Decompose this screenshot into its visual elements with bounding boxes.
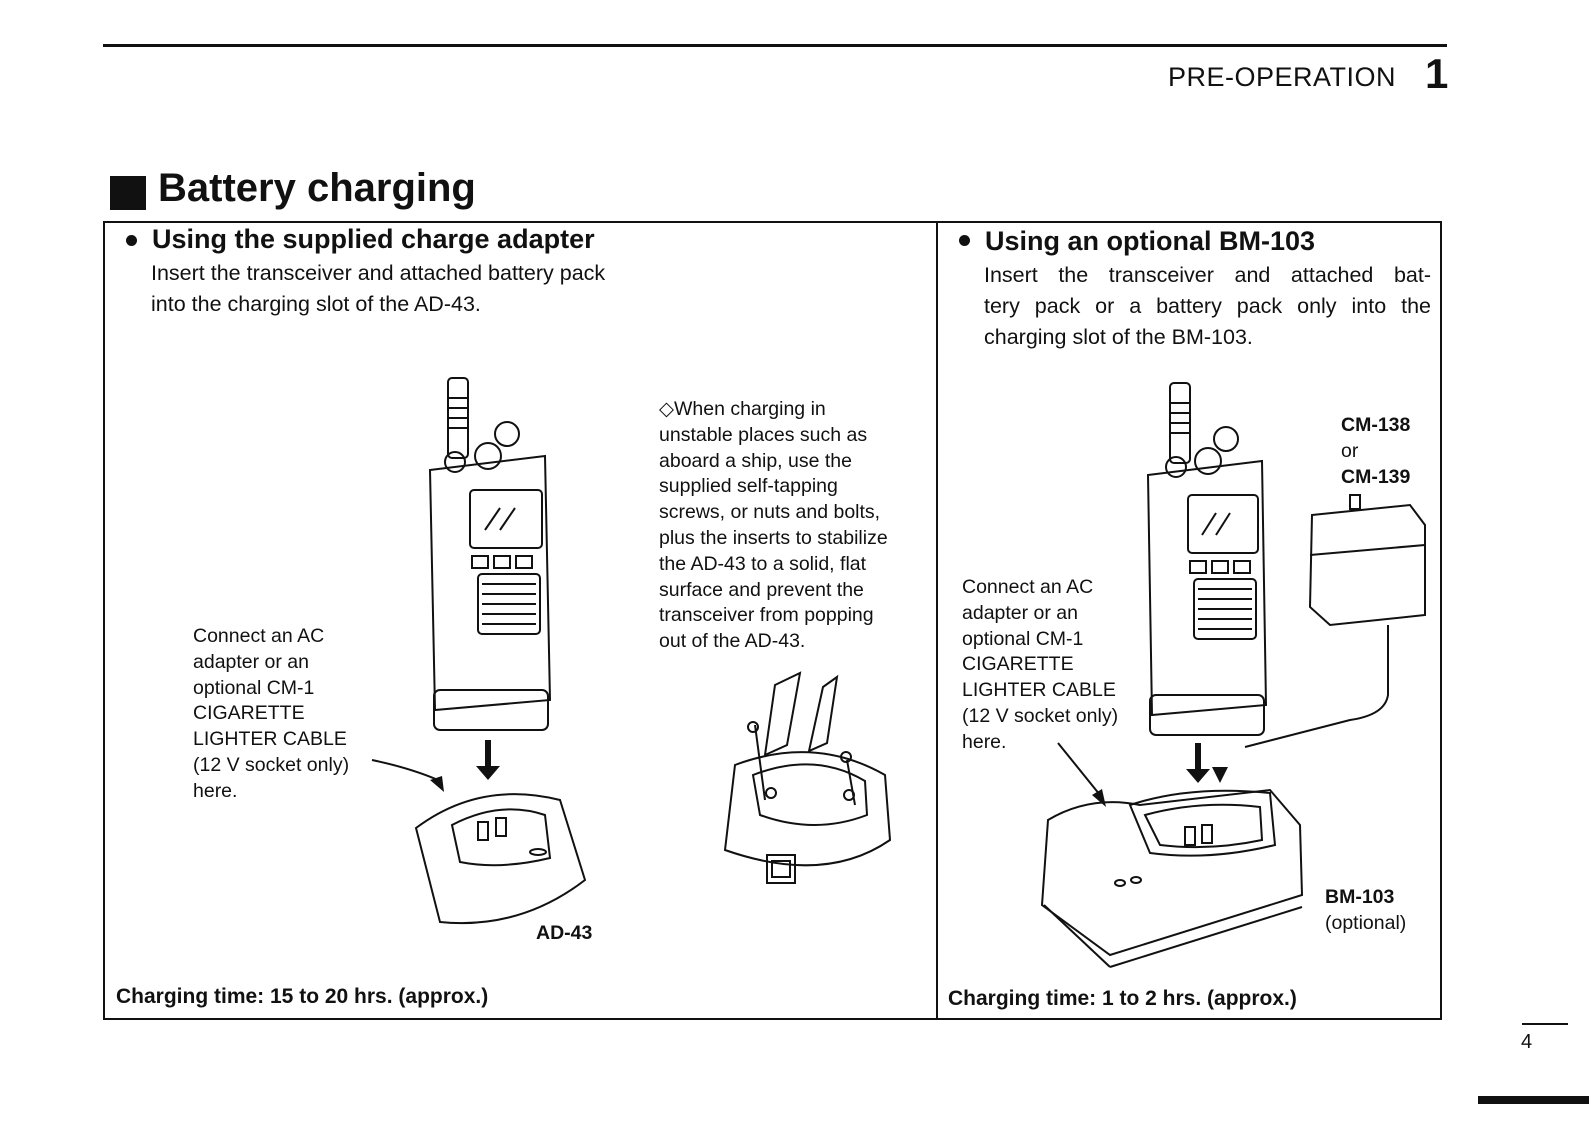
note-line: here. [962,730,1007,753]
chapter-number: 1 [1425,50,1449,97]
left-intro-line: Insert the transceiver and attached batt… [151,261,606,285]
page-number: 4 [1521,1031,1533,1053]
bullet-icon [126,235,137,246]
note-line: optional CM-1 [193,676,315,699]
right-intro-line: tery pack or a battery pack only into th… [984,294,1431,318]
right-charging-time: Charging time: 1 to 2 hrs. (approx.) [948,987,1297,1010]
corner-bar [1478,1096,1589,1104]
note-line: CIGARETTE [193,702,305,725]
note-line: Connect an AC [193,625,325,647]
right-connect-note: Connect an AC adapter or an optional CM-… [962,575,1118,756]
note-line: CIGARETTE [962,653,1074,676]
bm103-name: BM-103 [1325,886,1395,908]
left-intro-line: into the charging slot of the AD-43. [151,292,481,316]
right-heading: Using an optional BM-103 [985,226,1316,256]
bullet-icon [959,235,970,246]
page-number-rule [1522,1023,1568,1025]
right-intro-line: Insert the transceiver and attached bat- [984,263,1431,287]
header-rule [103,44,1447,47]
note-line: surface and prevent the [659,578,864,601]
left-pointer-arrow [360,750,444,792]
adapter-label-or: or [1341,440,1359,462]
note-line: screws, or nuts and bolts, [659,501,881,524]
note-line: plus the inserts to stabilize [659,526,888,549]
stabilize-note: ◇When charging in unstable places such a… [659,397,888,655]
note-line: adapter or an [193,650,310,673]
note-line: Connect an AC [962,576,1094,598]
transceiver-ad43-illustration [360,370,610,950]
ad43-screws-illustration [705,665,905,895]
right-intro: Insert the transceiver and attached bat-… [984,260,1431,353]
left-intro: Insert the transceiver and attached batt… [151,258,605,320]
note-line: ◇When charging in [659,398,826,420]
note-line: (12 V socket only) [193,753,350,776]
bm103-sublabel: (optional) [1325,912,1407,934]
bm103-label: BM-103 (optional) [1325,884,1406,936]
note-line: LIGHTER CABLE [193,728,347,751]
adapter-label: CM-138 [1341,414,1411,436]
note-line: optional CM-1 [962,627,1084,650]
ad43-label: AD-43 [536,922,593,944]
note-line: transceiver from popping [659,604,874,627]
note-line: adapter or an [962,601,1079,624]
note-line: here. [193,779,238,802]
transceiver-bm103-illustration [1030,375,1440,975]
note-line: supplied self-tapping [659,475,838,498]
adapter-label: CM-139 [1341,466,1411,488]
chapter-title: PRE-OPERATION [1168,62,1397,92]
right-intro-line: charging slot of the BM-103. [984,325,1253,349]
note-line: aboard a ship, use the [659,449,852,472]
section-title: Battery charging [158,166,476,210]
left-heading: Using the supplied charge adapter [152,224,595,254]
left-connect-note: Connect an AC adapter or an optional CM-… [193,624,349,805]
column-divider [936,222,938,1019]
content-frame [103,221,1442,1020]
left-charging-time: Charging time: 15 to 20 hrs. (approx.) [116,985,489,1008]
note-line: the AD-43 to a solid, flat [659,552,867,575]
note-line: out of the AD-43. [659,630,806,653]
note-line: (12 V socket only) [962,704,1119,727]
note-line: LIGHTER CABLE [962,679,1116,702]
note-line: unstable places such as [659,423,868,446]
adapter-labels: CM-138 or CM-139 [1341,412,1410,490]
section-marker-icon [110,176,146,210]
